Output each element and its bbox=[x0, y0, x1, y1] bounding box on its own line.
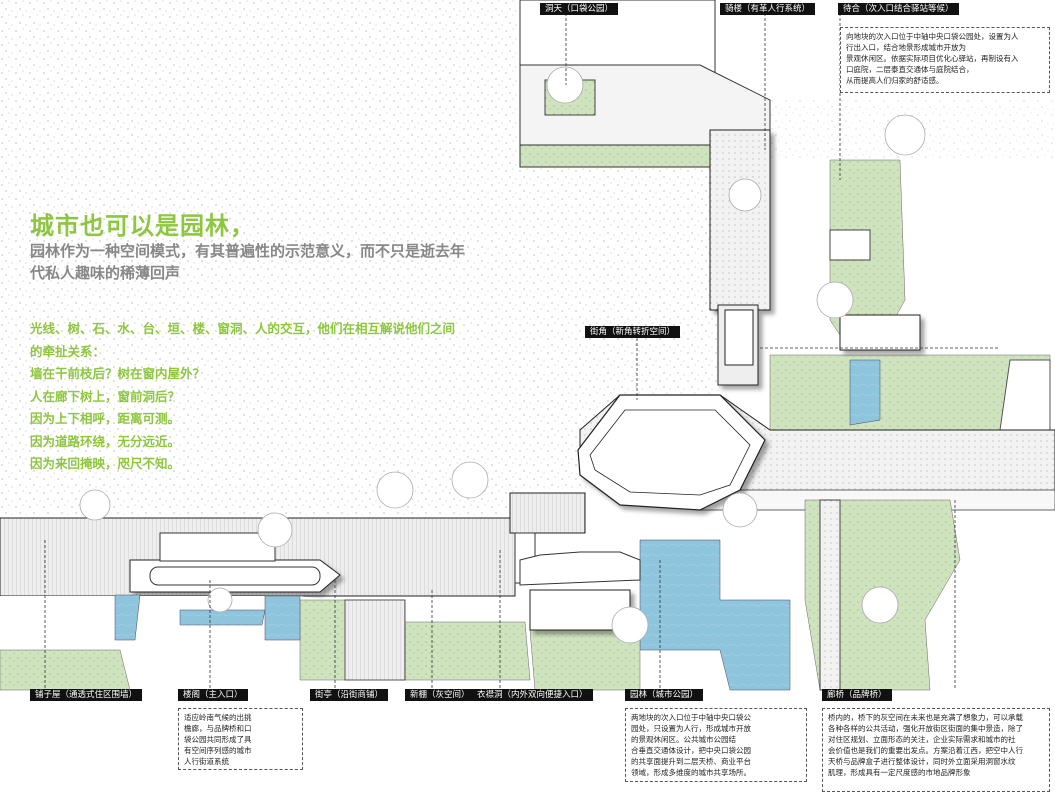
note-line: 从而提高人们归家的舒适感。 bbox=[846, 76, 944, 85]
note-louge: 适应岭南气候的出挑 檐廊，与品牌桥和口 袋公园共同形成了具 有空间序列感的城市 … bbox=[178, 708, 303, 770]
note-line: 行出入口，结合地景形成城市开放为 bbox=[846, 43, 966, 52]
fuzi-long-strip bbox=[0, 517, 516, 597]
note-line: 的共享面提升到二层天桥、商业平台 bbox=[631, 757, 751, 766]
poem-text: 光线、树、石、水、台、垣、楼、窗洞、人的交互，他们在相互解说他们之间 的牵扯关系… bbox=[30, 318, 500, 476]
note-line: 有空间序列感的城市 bbox=[184, 746, 252, 755]
note-line: 各种各样的公共活动，强化开放街区街面的集中景造，除了 bbox=[828, 724, 1023, 733]
label-fuzi: 铺子屋（通透式住区围墙） bbox=[30, 689, 143, 701]
tree-icon bbox=[861, 586, 899, 624]
tree-icon bbox=[546, 66, 584, 104]
tree-icon bbox=[257, 512, 293, 548]
subtitle-line: 代私人趣味的稀薄回声 bbox=[30, 264, 181, 282]
qilou-arcade-building bbox=[709, 129, 771, 386]
tree-icon bbox=[79, 489, 111, 521]
note-line: 口庭院，二层泰直交通体与庭院结合， bbox=[846, 65, 974, 74]
poem-line: 因为道路环绕，无分远近。 bbox=[30, 433, 181, 449]
note-line: 对住区规划、立面形态的关注，企业实际需求和城市的社 bbox=[828, 735, 1016, 744]
note-langqiao: 桥内的，桥下的灰空间在未来也是充满了想象力，可以承载 各种各样的公共活动，强化开… bbox=[822, 708, 1050, 792]
label-daihe: 待合（次入口结合驿站等候） bbox=[838, 3, 959, 15]
note-line: 园处，只设置为人行，形成城市开放 bbox=[631, 724, 751, 733]
note-daihe: 向地块的次入口位于中轴中央口袋公园处，设置为人 行出入口，结合地景形成城市开放为… bbox=[840, 27, 1050, 93]
right-green-zone bbox=[769, 159, 1051, 431]
note-line: 适应岭南气候的出挑 bbox=[184, 713, 252, 722]
note-line: 肌理，形成具有一定尺度感的市地品牌形象 bbox=[828, 768, 971, 777]
tree-icon bbox=[728, 178, 762, 212]
note-line: 景观休闲区。依据实际项目优化心驿站，再制设有入 bbox=[846, 54, 1019, 63]
note-line: 檐廊，与品牌桥和口 bbox=[184, 724, 252, 733]
tree-icon bbox=[376, 471, 414, 509]
note-line: 会价值也是我们的重要出发点。方案沿着江西，把空中人行 bbox=[828, 746, 1023, 755]
subtitle: 园林作为一种空间模式，有其普遍性的示范意义，而不只是逝去年 代私人趣味的稀薄回声 bbox=[30, 240, 530, 284]
poem-line: 人在廊下树上，窗前洞后？ bbox=[30, 388, 181, 404]
tree-icon bbox=[207, 587, 233, 613]
label-xinpeng: 新棚（灰空间） bbox=[405, 689, 475, 701]
note-line: 领域，形成多维度的城市共享场所。 bbox=[631, 768, 751, 777]
note-line: 合垂直交通体设计，把中央口袋公园 bbox=[631, 746, 751, 755]
tree-icon bbox=[722, 492, 758, 528]
tree-icon bbox=[884, 114, 926, 156]
label-qilou: 骑楼（有革人行系统） bbox=[720, 3, 816, 15]
note-line: 袋公园共同形成了具 bbox=[184, 735, 252, 744]
note-line: 向地块的次入口位于中轴中央口袋公园处，设置为人 bbox=[846, 32, 1019, 41]
poem-line: 光线、树、石、水、台、垣、楼、窗洞、人的交互，他们在相互解说他们之间 bbox=[30, 321, 456, 336]
subtitle-line: 园林作为一种空间模式，有其普遍性的示范意义，而不只是逝去年 bbox=[30, 242, 466, 260]
label-yishan: 衣襟洞（内外双向便捷入口） bbox=[472, 689, 593, 701]
label-jieting: 街亭（沿街商铺） bbox=[310, 689, 389, 701]
poem-line: 因为来回掩映，咫尺不知。 bbox=[30, 456, 181, 471]
label-yuanlin: 园林（城市公园） bbox=[625, 689, 704, 701]
label-dongtian: 洞天（口袋公园） bbox=[540, 3, 619, 15]
label-louge: 楼阁（主入口） bbox=[178, 689, 248, 701]
note-line: 两地块的次入口位于中轴中央口袋公 bbox=[631, 713, 751, 722]
page-title: 城市也可以是园林， bbox=[30, 212, 255, 240]
tree-icon bbox=[451, 461, 489, 499]
note-line: 桥内的，桥下的灰空间在未来也是充满了想象力，可以承载 bbox=[828, 713, 1023, 722]
note-line: 的景观休闲区。公共城市公园结 bbox=[631, 735, 736, 744]
poem-line: 因为上下相呼，距离可测。 bbox=[30, 411, 181, 426]
jiejiao-bridge-box bbox=[577, 394, 766, 511]
tree-icon bbox=[816, 281, 854, 319]
label-jiejiao: 街角（新角转折空间） bbox=[585, 326, 681, 338]
note-line: 天桥与品牌盒子进行整体设计，同时外立面采用洞窗水纹 bbox=[828, 757, 1016, 766]
poem-line: 的牵扯关系： bbox=[30, 343, 106, 359]
stipple-background bbox=[0, 0, 520, 515]
note-yuanlin: 两地块的次入口位于中轴中央口袋公 园处，只设置为人行，形成城市开放 的景观休闲区… bbox=[625, 708, 807, 782]
tree-icons bbox=[79, 66, 926, 644]
poem-line: 墙在干前枝后？树在窗内屋外？ bbox=[30, 366, 206, 381]
tree-icon bbox=[611, 606, 649, 644]
label-langqiao: 廊桥（品牌桥） bbox=[822, 689, 892, 701]
note-line: 人行街道系统 bbox=[184, 757, 229, 766]
